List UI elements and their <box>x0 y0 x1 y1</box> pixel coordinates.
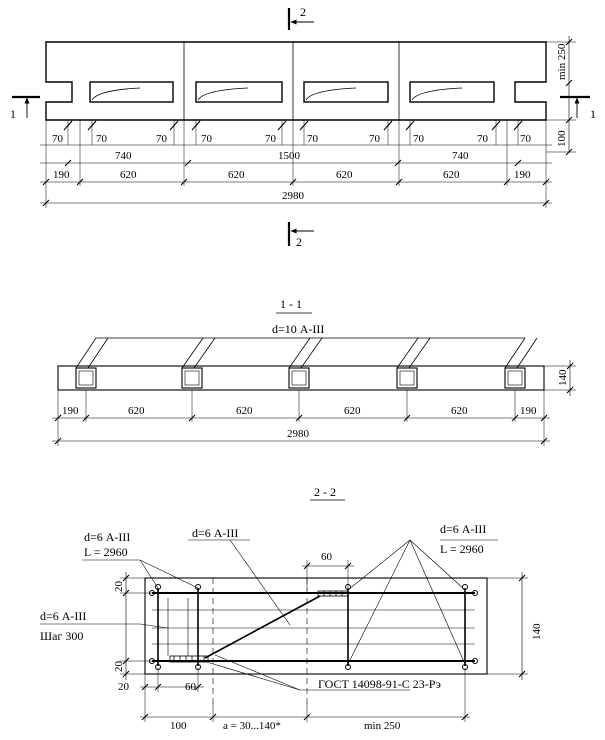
cut-marker-2-bottom: 2 <box>296 235 302 249</box>
section-1-1-slab <box>57 365 545 391</box>
dim-a: a = 30...140* <box>223 720 281 732</box>
plan-view <box>12 8 590 246</box>
notch-dim: 70 <box>52 133 64 145</box>
notch-dim: 70 <box>265 133 277 145</box>
rebar-square <box>504 367 526 389</box>
plan-dim-mid: 740 <box>452 150 469 162</box>
label-right-top-2: L = 2960 <box>440 542 484 556</box>
section-1-1 <box>52 312 576 446</box>
plan-opening-curve <box>411 87 463 101</box>
section-1-1-dim: 190 <box>520 405 537 417</box>
dim-140: 140 <box>531 623 543 640</box>
notch-dim: 70 <box>369 133 381 145</box>
rebar-diagonal <box>204 595 321 659</box>
section-1-1-dim: 190 <box>62 405 79 417</box>
plan-dim-segment: 620 <box>228 169 245 181</box>
plan-dim-segment: 190 <box>53 169 70 181</box>
label-left-top-1: d=6 А-III <box>84 530 130 544</box>
section-2-2-outline <box>144 577 488 675</box>
plan-dim-mid: 1500 <box>278 150 301 162</box>
notch-dim: 70 <box>413 133 425 145</box>
plan-dim-mid: 740 <box>115 150 132 162</box>
section-1-1-dim: 620 <box>236 405 253 417</box>
notch-dim: 70 <box>307 133 319 145</box>
dim-min250: min 250 <box>364 720 401 732</box>
plan-opening <box>409 81 495 103</box>
plan-opening <box>89 81 174 103</box>
plan-dim-height-top: min 250 <box>556 43 568 80</box>
dim-20-bottom: 20 <box>113 661 125 673</box>
label-top-center: d=6 А-III <box>192 526 238 540</box>
label-right-top-1: d=6 А-III <box>440 522 486 536</box>
plan-opening-curve <box>197 87 249 101</box>
section-1-1-dim: 620 <box>344 405 361 417</box>
section-1-1-dim: 620 <box>451 405 468 417</box>
plan-opening <box>195 81 283 103</box>
dim-100: 100 <box>170 720 187 732</box>
plan-opening-curve <box>305 87 357 101</box>
plan-dim-total: 2980 <box>282 190 305 202</box>
section-1-1-dim-total: 2980 <box>287 428 310 440</box>
cut-marker-1-right: 1 <box>590 107 596 121</box>
dim-20-top: 20 <box>113 581 125 593</box>
dim-60-top: 60 <box>321 551 333 563</box>
notch-dim: 70 <box>477 133 489 145</box>
section-1-1-dim-height: 140 <box>557 369 569 386</box>
notch-dim: 70 <box>156 133 168 145</box>
label-left-top-2: L = 2960 <box>84 545 128 559</box>
section-1-1-title: 1 - 1 <box>280 297 302 311</box>
notch-dim: 70 <box>201 133 213 145</box>
plan-dim-segment: 620 <box>336 169 353 181</box>
dim-60-bottom: 60 <box>185 681 197 693</box>
notch-dim: 70 <box>96 133 108 145</box>
plan-dim-height-bottom: 100 <box>556 130 568 147</box>
rebar-square <box>181 367 203 389</box>
plan-dim-segment: 620 <box>120 169 137 181</box>
rebar-square <box>75 367 97 389</box>
plan-opening <box>303 81 389 103</box>
plan-opening-curve <box>91 87 141 101</box>
standard-label: ГОСТ 14098-91-С 23-Рэ <box>318 677 441 691</box>
label-left-mid-1: d=6 А-III <box>40 609 86 623</box>
plan-dim-segment: 190 <box>514 169 531 181</box>
rebar-square <box>396 367 418 389</box>
cut-marker-1-left: 1 <box>10 107 16 121</box>
rebar-square <box>288 367 310 389</box>
section-2-2-title: 2 - 2 <box>314 485 336 499</box>
section-2-2 <box>40 499 528 722</box>
section-1-1-rebar-label: d=10 А-III <box>272 322 324 336</box>
cut-marker-2-top: 2 <box>300 5 306 19</box>
notch-dim: 70 <box>520 133 532 145</box>
plan-dim-segment: 620 <box>443 169 460 181</box>
label-left-mid-2: Шаг 300 <box>40 629 83 643</box>
dim-20-left: 20 <box>118 681 130 693</box>
section-1-1-dim: 620 <box>128 405 145 417</box>
plan-outline <box>45 41 547 121</box>
